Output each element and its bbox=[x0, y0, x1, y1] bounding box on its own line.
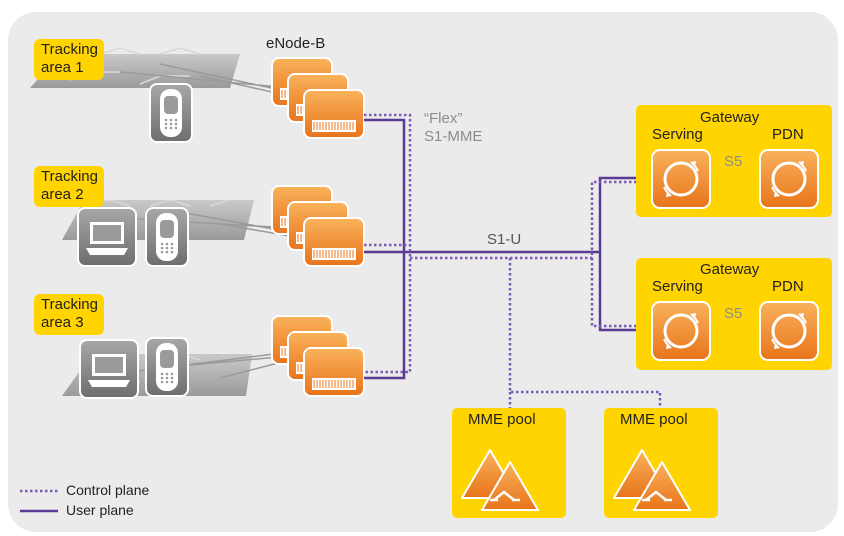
gateway-title: Gateway bbox=[700, 109, 760, 126]
pdn-gateway-icon bbox=[758, 148, 820, 210]
serving-gateway-icon bbox=[650, 148, 712, 210]
tracking-area-line1: Tracking bbox=[41, 168, 98, 185]
flex-label-line2: S1-MME bbox=[424, 127, 483, 145]
tracking-area-label-3: Tracking area 3 bbox=[34, 294, 104, 335]
serving-label: Serving bbox=[652, 278, 703, 295]
s5-label: S5 bbox=[724, 305, 743, 322]
serving-label: Serving bbox=[652, 126, 703, 143]
laptop-icon bbox=[77, 207, 137, 267]
legend-user-plane: User plane bbox=[66, 502, 134, 518]
enodeb-icon bbox=[303, 89, 365, 139]
mobile-phone-icon bbox=[145, 337, 189, 397]
diagram-background bbox=[8, 12, 838, 532]
tracking-area-label-1: Tracking area 1 bbox=[34, 39, 104, 80]
mme-pool-label: MME pool bbox=[620, 411, 688, 428]
tracking-area-line2: area 1 bbox=[41, 59, 84, 76]
legend-control-plane: Control plane bbox=[66, 482, 150, 498]
laptop-icon bbox=[79, 339, 139, 399]
tracking-area-label-2: Tracking area 2 bbox=[34, 166, 104, 207]
mobile-phone-icon bbox=[149, 83, 193, 143]
s1u-label: S1-U bbox=[487, 231, 522, 248]
flex-label-line1: “Flex” bbox=[424, 110, 463, 127]
enodeb-icon bbox=[303, 217, 365, 267]
pdn-label: PDN bbox=[772, 126, 804, 143]
tracking-area-line1: Tracking bbox=[41, 41, 98, 58]
mme-icon bbox=[613, 449, 691, 511]
mme-icon bbox=[461, 449, 539, 511]
tracking-area-line2: area 2 bbox=[41, 186, 84, 203]
serving-gateway-icon bbox=[650, 300, 712, 362]
enodeb-label: eNode-B bbox=[266, 35, 326, 52]
s5-label: S5 bbox=[724, 153, 743, 170]
gateway-title: Gateway bbox=[700, 261, 760, 278]
pdn-label: PDN bbox=[772, 278, 804, 295]
tracking-area-line2: area 3 bbox=[41, 314, 84, 331]
enodeb-icon bbox=[303, 347, 365, 397]
flex-label: “Flex” S1-MME bbox=[424, 111, 482, 145]
mme-pool-label: MME pool bbox=[468, 411, 536, 428]
mobile-phone-icon bbox=[145, 207, 189, 267]
tracking-area-line1: Tracking bbox=[41, 296, 98, 313]
pdn-gateway-icon bbox=[758, 300, 820, 362]
